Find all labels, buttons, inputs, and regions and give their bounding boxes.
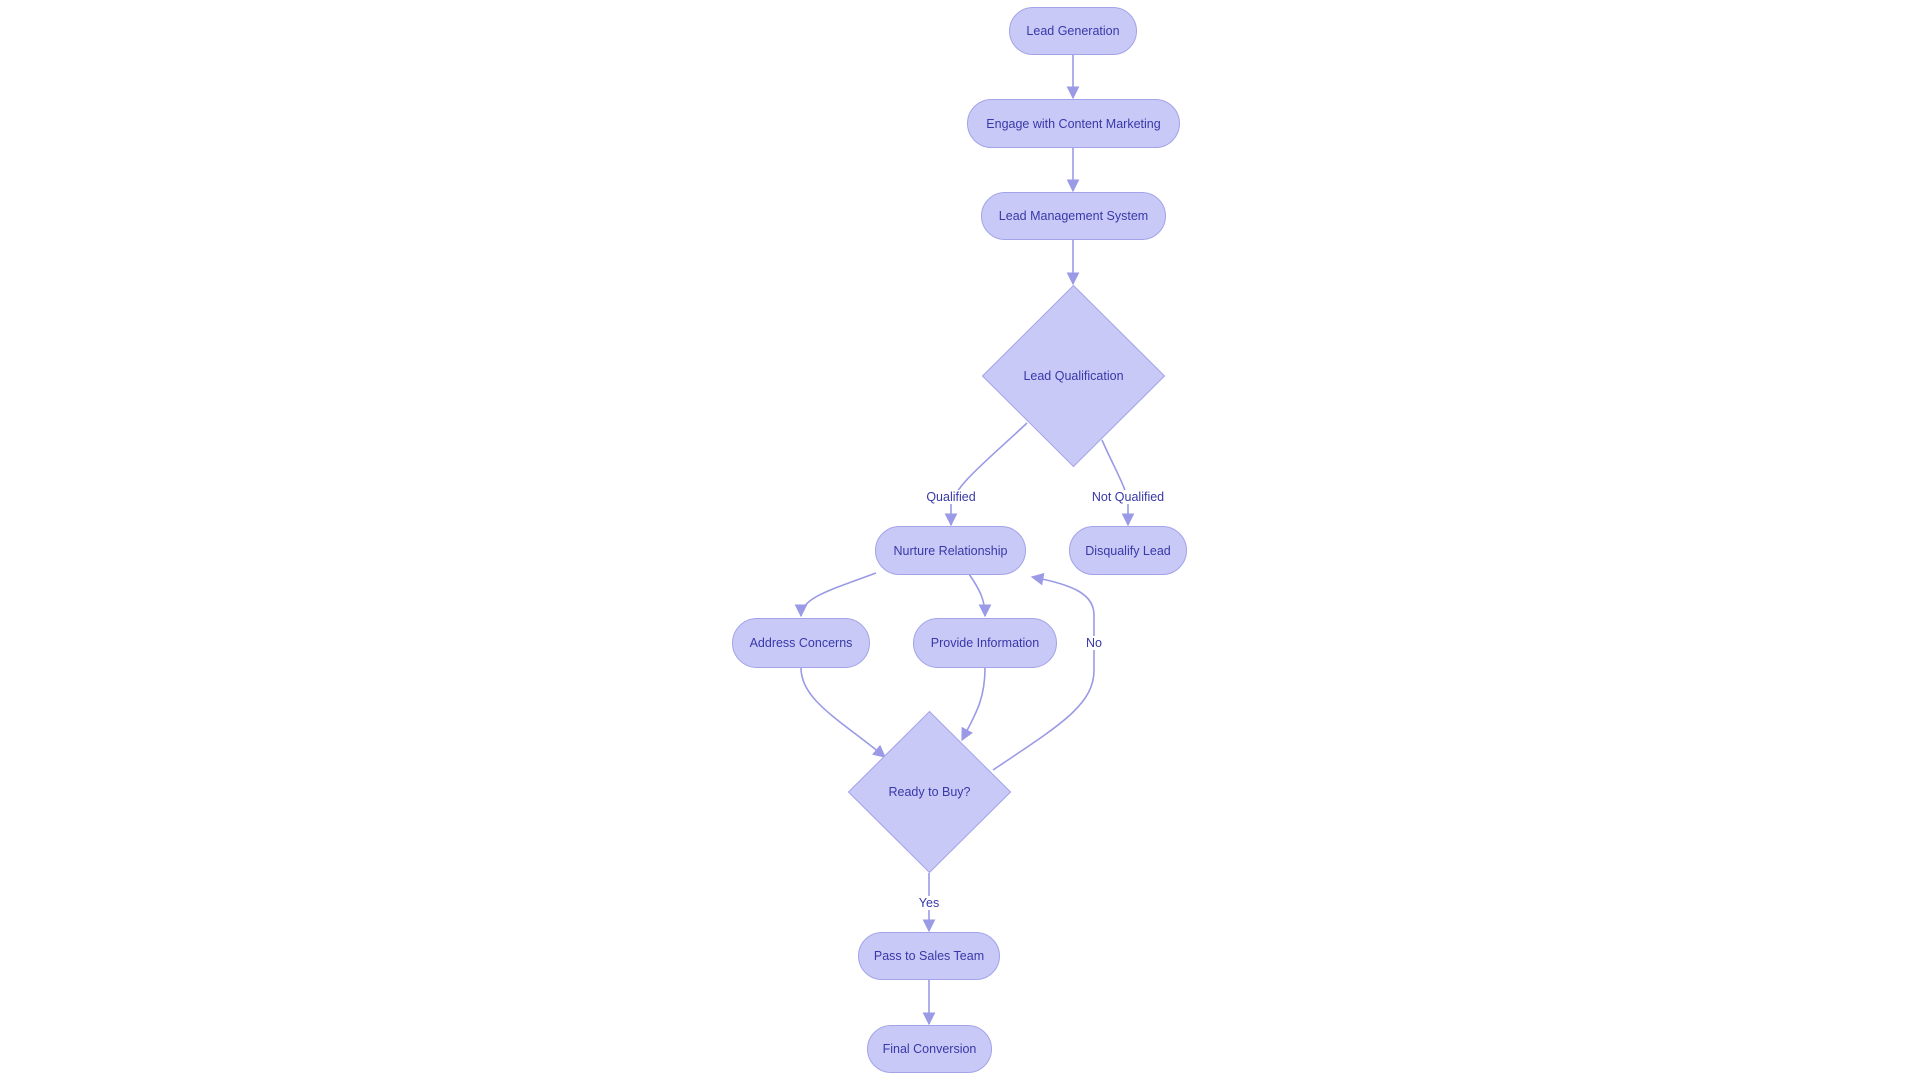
node-final-conversion[interactable]: Final Conversion <box>867 1025 992 1073</box>
edge-provide-to-ready <box>961 667 986 742</box>
node-label: Lead Generation <box>1026 24 1120 38</box>
diamond-shape <box>982 285 1165 467</box>
edge-qualification-to-disqualify <box>1101 439 1135 527</box>
node-nurture-relationship[interactable]: Nurture Relationship <box>875 526 1026 575</box>
edge-label-qualified: Qualified <box>924 490 978 504</box>
edge-nurture-to-address <box>794 572 877 618</box>
node-disqualify-lead[interactable]: Disqualify Lead <box>1069 526 1187 575</box>
edge-label-no: No <box>1084 636 1104 650</box>
node-address-concerns[interactable]: Address Concerns <box>732 618 870 668</box>
node-pass-to-sales-team[interactable]: Pass to Sales Team <box>858 932 1000 980</box>
diamond-shape <box>848 711 1011 873</box>
node-label: Nurture Relationship <box>893 543 1008 558</box>
node-label: Lead Management System <box>998 209 1149 223</box>
node-label: Address Concerns <box>749 636 853 650</box>
node-label: Disqualify Lead <box>1085 543 1171 558</box>
node-provide-information[interactable]: Provide Information <box>913 618 1057 668</box>
node-label: Provide Information <box>930 636 1040 650</box>
node-lead-qualification[interactable]: Lead Qualification <box>982 285 1165 467</box>
node-ready-to-buy[interactable]: Ready to Buy? <box>848 711 1011 873</box>
edge-address-to-ready <box>800 667 886 758</box>
node-lead-generation[interactable]: Lead Generation <box>1009 7 1137 55</box>
node-lead-management-system[interactable]: Lead Management System <box>981 192 1166 240</box>
node-label: Final Conversion <box>882 1042 977 1056</box>
edge-nurture-to-provide <box>968 573 992 618</box>
node-label: Ready to Buy? <box>888 785 971 799</box>
node-label: Pass to Sales Team <box>873 949 985 963</box>
node-label: Lead Qualification <box>1023 369 1124 383</box>
edge-label-not-qualified: Not Qualified <box>1089 490 1167 504</box>
edge-label-yes: Yes <box>916 896 942 910</box>
node-engage-content-marketing[interactable]: Engage with Content Marketing <box>967 99 1180 148</box>
edge-ready-to-nurture-no <box>992 572 1095 771</box>
node-label: Engage with Content Marketing <box>986 116 1161 131</box>
